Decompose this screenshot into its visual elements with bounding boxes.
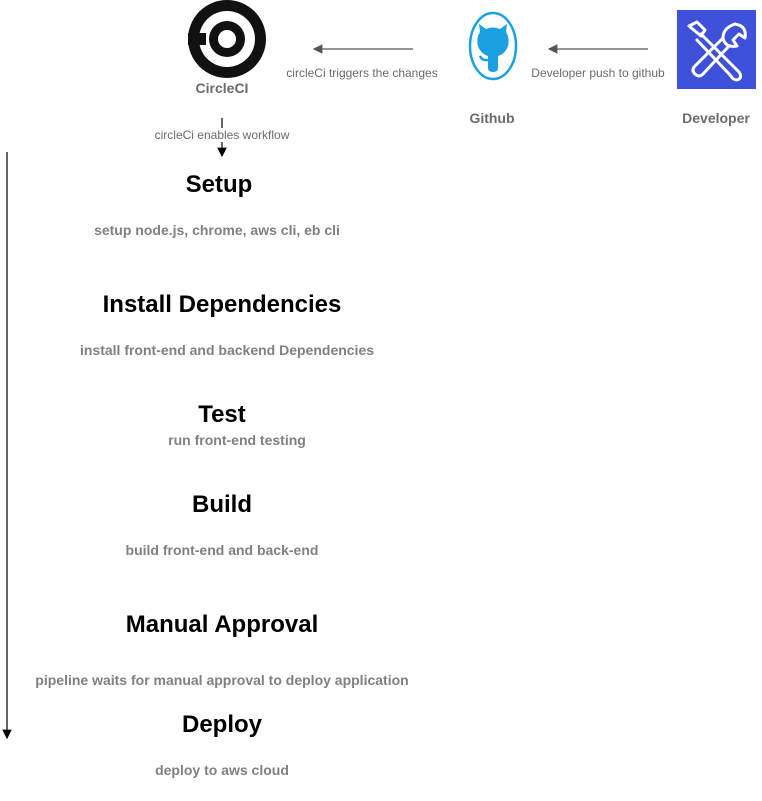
step-desc-build: build front-end and back-end: [125, 542, 319, 558]
developer-tools-icon: [677, 10, 756, 89]
step-title-build: Build: [192, 491, 252, 518]
step-desc-test: run front-end testing: [168, 432, 306, 448]
edge-label-developer-to-github: Developer push to github: [528, 66, 668, 80]
github-label: Github: [469, 110, 515, 126]
developer-label: Developer: [682, 110, 750, 126]
circleci-node: [188, 0, 266, 78]
step-title-test: Test: [198, 401, 246, 428]
circleci-label: CircleCI: [195, 80, 249, 96]
step-desc-setup: setup node.js, chrome, aws cli, eb cli: [94, 222, 340, 238]
developer-node: [677, 10, 756, 89]
edge-label-circleci-to-workflow: circleCi enables workflow: [142, 128, 302, 142]
github-node: [467, 10, 519, 82]
circleci-logo-icon: [188, 0, 266, 78]
step-title-setup: Setup: [185, 171, 253, 198]
step-desc-manual-approval: pipeline waits for manual approval to de…: [35, 672, 409, 688]
edge-label-github-to-circleci: circleCi triggers the changes: [282, 66, 442, 80]
step-desc-deploy: deploy to aws cloud: [155, 762, 289, 778]
github-octocat-icon: [468, 11, 518, 81]
step-desc-install-dependencies: install front-end and backend Dependenci…: [79, 342, 375, 358]
step-title-install-dependencies: Install Dependencies: [102, 291, 342, 318]
step-title-manual-approval: Manual Approval: [125, 611, 319, 638]
step-title-deploy: Deploy: [181, 711, 262, 738]
